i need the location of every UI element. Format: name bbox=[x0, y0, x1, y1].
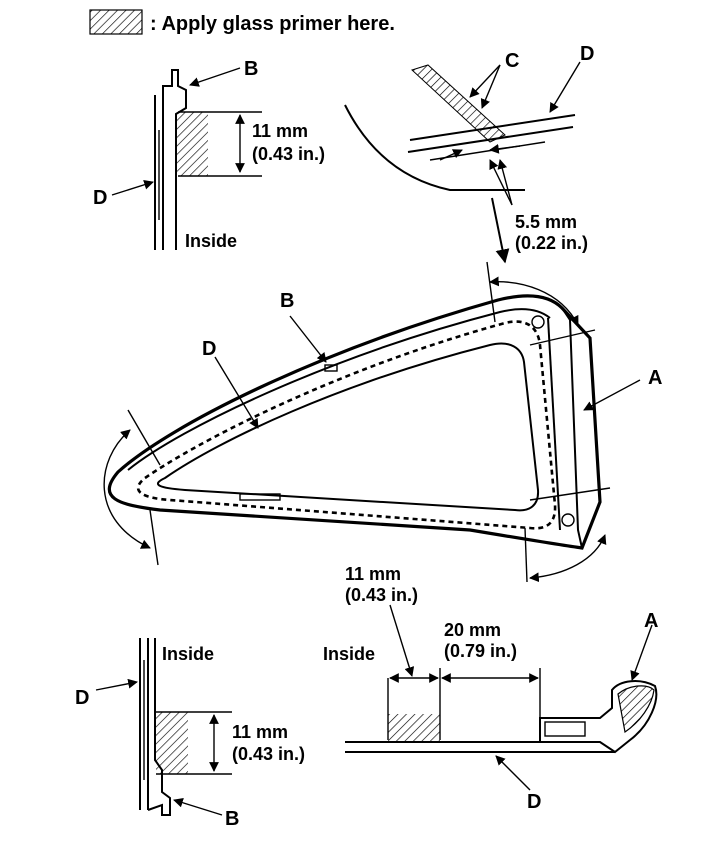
legend-text: : Apply glass primer here. bbox=[150, 13, 395, 35]
detail-bottom-left: 11 mm (0.43 in.) Inside D B bbox=[75, 638, 305, 830]
callout-a-bottom-right: A bbox=[644, 610, 658, 632]
callout-d-bottom-right: D bbox=[527, 791, 541, 813]
inside-label-bottom-left: Inside bbox=[162, 644, 214, 664]
dim-079in: (0.79 in.) bbox=[444, 641, 517, 661]
dim-55mm: 5.5 mm bbox=[515, 212, 577, 232]
primer-area-bottom-left bbox=[156, 712, 188, 774]
detail-bottom-right: 11 mm (0.43 in.) 20 mm (0.79 in.) Inside… bbox=[323, 564, 658, 813]
callout-b-main: B bbox=[280, 290, 294, 312]
legend: : Apply glass primer here. bbox=[89, 9, 395, 35]
callout-b-bottom-left: B bbox=[225, 808, 239, 830]
inside-label-top-left: Inside bbox=[185, 231, 237, 251]
callout-c: C bbox=[505, 50, 519, 72]
dim-20mm: 20 mm bbox=[444, 620, 501, 640]
primer-strip-c bbox=[411, 64, 506, 143]
quarter-glass-main: B D A bbox=[103, 261, 662, 583]
detail-top-right: C D 5.5 mm (0.22 in.) bbox=[344, 43, 594, 264]
callout-b-top-left: B bbox=[244, 58, 258, 80]
dim-043in-bottom-right: (0.43 in.) bbox=[345, 585, 418, 605]
inside-label-bottom-right: Inside bbox=[323, 644, 375, 664]
dim-043in-bottom-left: (0.43 in.) bbox=[232, 744, 305, 764]
dim-11mm-bottom-right: 11 mm bbox=[345, 564, 401, 584]
primer-area-bottom-right bbox=[388, 714, 440, 741]
detail-top-left: 11 mm (0.43 in.) B D Inside bbox=[93, 58, 325, 251]
dim-043in-top-left: (0.43 in.) bbox=[252, 144, 325, 164]
callout-d-top-right: D bbox=[580, 43, 594, 65]
callout-a-main: A bbox=[648, 367, 662, 389]
legend-hatch-swatch bbox=[89, 9, 143, 35]
dim-022in: (0.22 in.) bbox=[515, 233, 588, 253]
molding-a-bottom-right bbox=[617, 685, 655, 734]
dim-11mm-top-left: 11 mm bbox=[252, 121, 308, 141]
primer-area-top-left bbox=[177, 112, 208, 176]
callout-d-top-left: D bbox=[93, 187, 107, 209]
callout-d-main: D bbox=[202, 338, 216, 360]
callout-d-bottom-left: D bbox=[75, 687, 89, 709]
dim-11mm-bottom-left: 11 mm bbox=[232, 722, 288, 742]
